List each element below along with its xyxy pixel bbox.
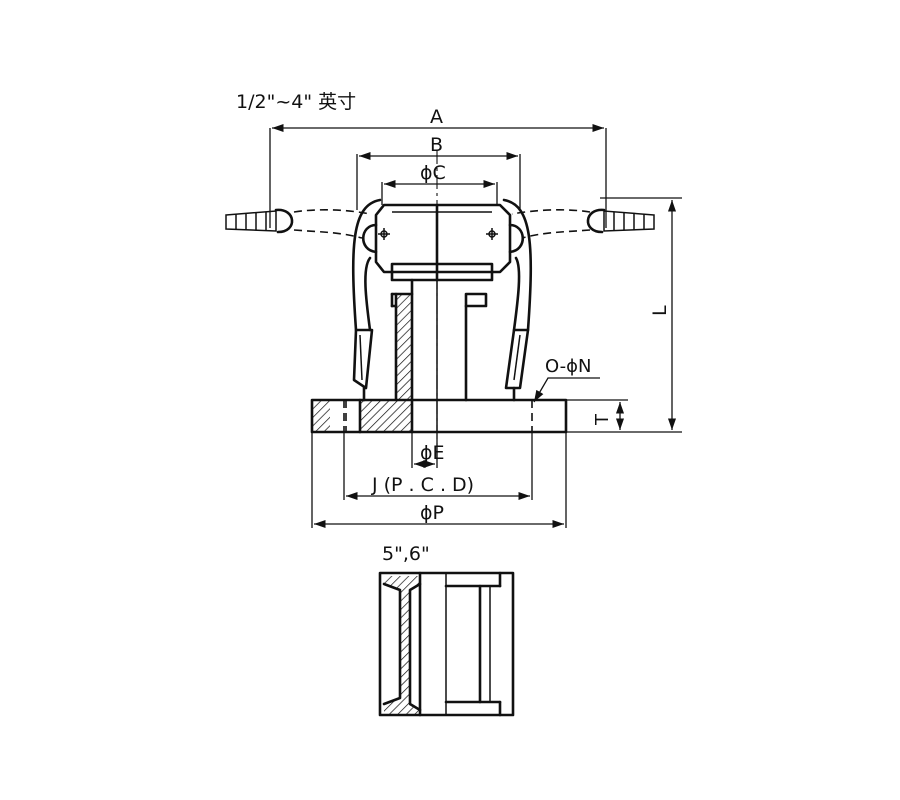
dim-label-j: J (P . C . D) [371, 474, 474, 496]
dim-label-e: ϕE [420, 442, 445, 464]
flange [310, 398, 568, 434]
title-small-size: 1/2"~4" 英寸 [236, 91, 356, 113]
lower-view: 5",6" [378, 543, 515, 717]
dim-label-b: B [430, 134, 443, 156]
lever-open-position [225, 208, 655, 239]
dim-label-p: ϕP [420, 502, 444, 524]
dim-label-a: A [430, 106, 443, 128]
dim-label-l: L [649, 305, 671, 316]
upper-view: 1/2"~4" 英寸 A B ϕC L O-ϕN T ϕE J (P . C .… [225, 91, 682, 529]
dim-label-c: ϕC [420, 162, 446, 184]
dimension-lines [269, 123, 682, 529]
dim-label-t: T [592, 413, 613, 426]
coupler-body [351, 198, 533, 434]
dim-label-n: O-ϕN [545, 356, 592, 377]
title-large-size: 5",6" [382, 543, 430, 565]
